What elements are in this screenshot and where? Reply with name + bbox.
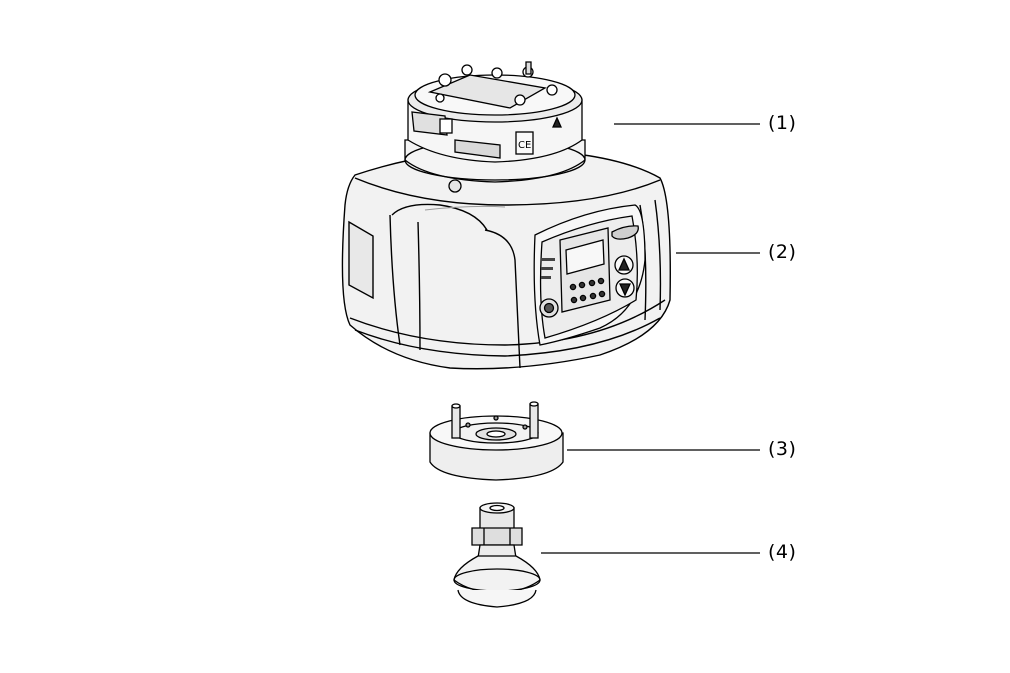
suction-cup-part-4 <box>453 502 541 608</box>
svg-text:CE: CE <box>518 140 531 151</box>
control-panel <box>533 204 646 346</box>
callout-4: (4) <box>768 541 797 563</box>
adapter-plate-part-3 <box>429 401 564 481</box>
leader-lines <box>541 123 760 554</box>
callout-1: (1) <box>768 112 797 134</box>
callout-3: (3) <box>768 438 797 460</box>
interface-flange-part-1: CE <box>404 61 586 193</box>
callout-2: (2) <box>768 241 797 263</box>
